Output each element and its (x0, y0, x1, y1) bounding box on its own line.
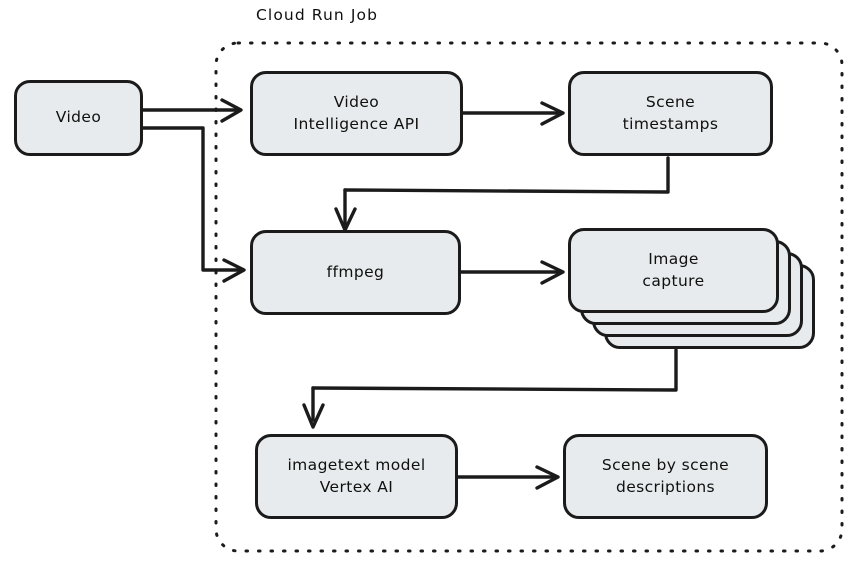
node-scene-timestamps[interactable]: Scene timestamps (568, 71, 773, 156)
node-scene-descriptions[interactable]: Scene by scene descriptions (563, 434, 768, 519)
edge-image-capture-to-imagetext-model (302, 348, 678, 429)
edge-video-intelligence-api-to-scene-timestamps (461, 101, 565, 126)
edge-ffmpeg-to-image-capture (459, 260, 565, 285)
edge-video-to-video-intelligence-api (141, 98, 243, 123)
node-ffmpeg[interactable]: ffmpeg (250, 230, 461, 315)
node-image-capture-label: Image capture (642, 250, 705, 290)
node-ffmpeg-label: ffmpeg (326, 262, 385, 281)
edge-scene-timestamps-to-ffmpeg (334, 156, 670, 232)
group-title-cloud-run-job: Cloud Run Job (256, 6, 379, 24)
node-image-capture[interactable]: Image capture (568, 228, 779, 313)
node-imagetext-model[interactable]: imagetext model Vertex AI (255, 434, 458, 519)
node-video-intelligence-api[interactable]: Video Intelligence API (250, 71, 463, 156)
node-video-label: Video (55, 108, 102, 127)
node-video[interactable]: Video (14, 80, 143, 156)
node-imagetext-model-label: imagetext model Vertex AI (287, 456, 426, 496)
node-scene-timestamps-label: Scene timestamps (622, 93, 719, 133)
edge-video-to-ffmpeg (141, 126, 246, 283)
edge-imagetext-model-to-scene-descriptions (456, 465, 560, 490)
node-video-intelligence-api-label: Video Intelligence API (293, 93, 420, 133)
node-scene-descriptions-label: Scene by scene descriptions (601, 456, 730, 496)
